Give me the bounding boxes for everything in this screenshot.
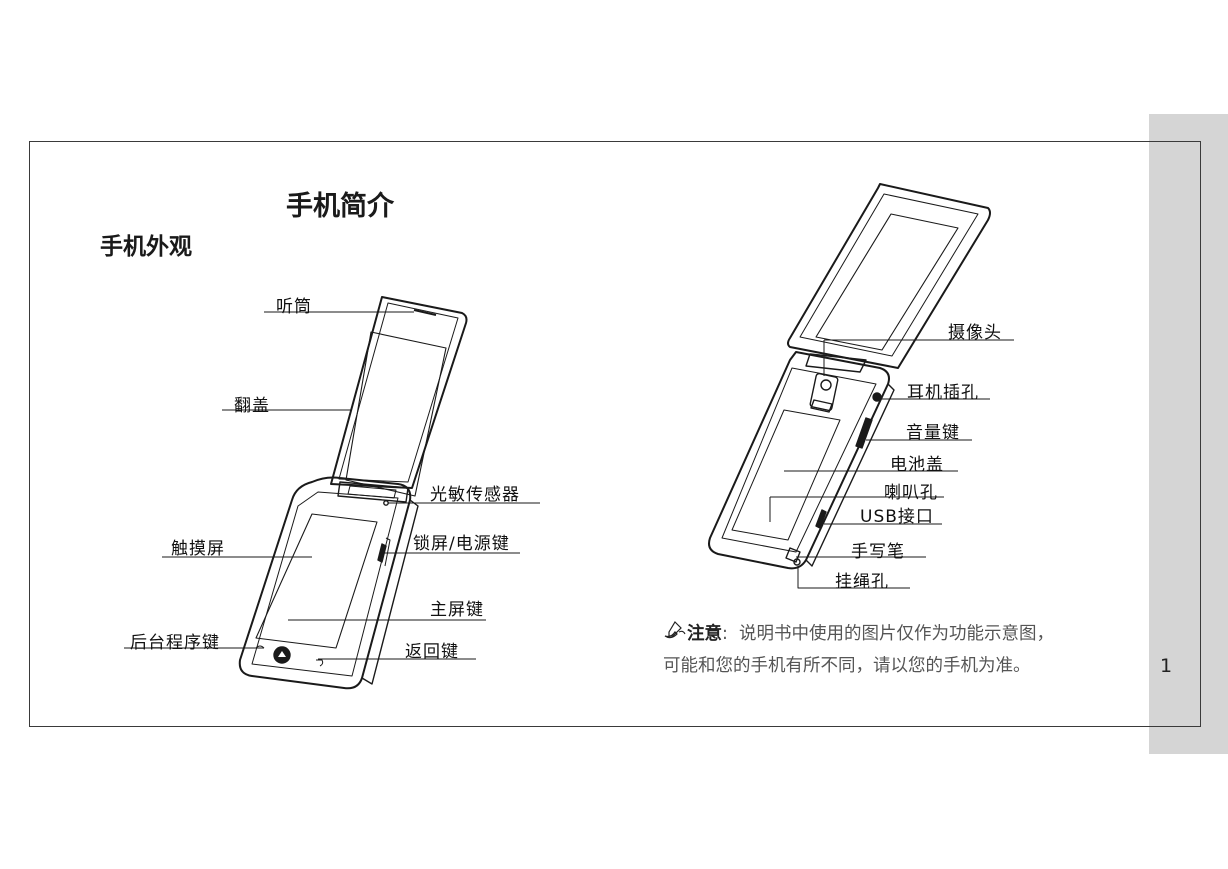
label-headphone-jack: 耳机插孔 (907, 383, 979, 403)
label-back-key: 返回键 (405, 642, 459, 662)
label-background-key: 后台程序键 (130, 633, 220, 653)
label-flip-cover: 翻盖 (234, 396, 270, 416)
label-lock-power-key: 锁屏/电源键 (413, 534, 510, 554)
page-number: 1 (1160, 655, 1173, 677)
right-phone-illustration (708, 183, 991, 570)
label-volume-key: 音量键 (906, 423, 960, 443)
label-camera: 摄像头 (948, 323, 1002, 343)
label-home-key: 主屏键 (430, 600, 484, 620)
label-stylus: 手写笔 (851, 542, 905, 562)
note-separator: : (722, 624, 728, 644)
label-earpiece: 听筒 (276, 297, 312, 317)
label-battery-cover: 电池盖 (890, 455, 944, 475)
note-line-1: 说明书中使用的图片仅作为功能示意图， (739, 624, 1055, 644)
note-line-2: 可能和您的手机有所不同，请以您的手机为准。 (663, 656, 1031, 676)
pencil-note-icon (663, 620, 687, 652)
page-title: 手机简介 (286, 191, 394, 222)
label-touchscreen: 触摸屏 (171, 539, 225, 559)
section-title: 手机外观 (100, 234, 192, 260)
left-phone-illustration (238, 296, 468, 690)
note-block: 注意: 说明书中使用的图片仅作为功能示意图， 可能和您的手机有所不同，请以您的手… (663, 620, 1143, 681)
page-frame (29, 141, 1201, 727)
label-light-sensor: 光敏传感器 (430, 485, 520, 505)
label-lanyard-hole: 挂绳孔 (835, 572, 889, 592)
label-usb-port: USB接口 (860, 507, 934, 527)
side-tab (1149, 114, 1228, 754)
label-speaker-hole: 喇叭孔 (884, 483, 938, 503)
note-keyword: 注意 (687, 624, 722, 644)
